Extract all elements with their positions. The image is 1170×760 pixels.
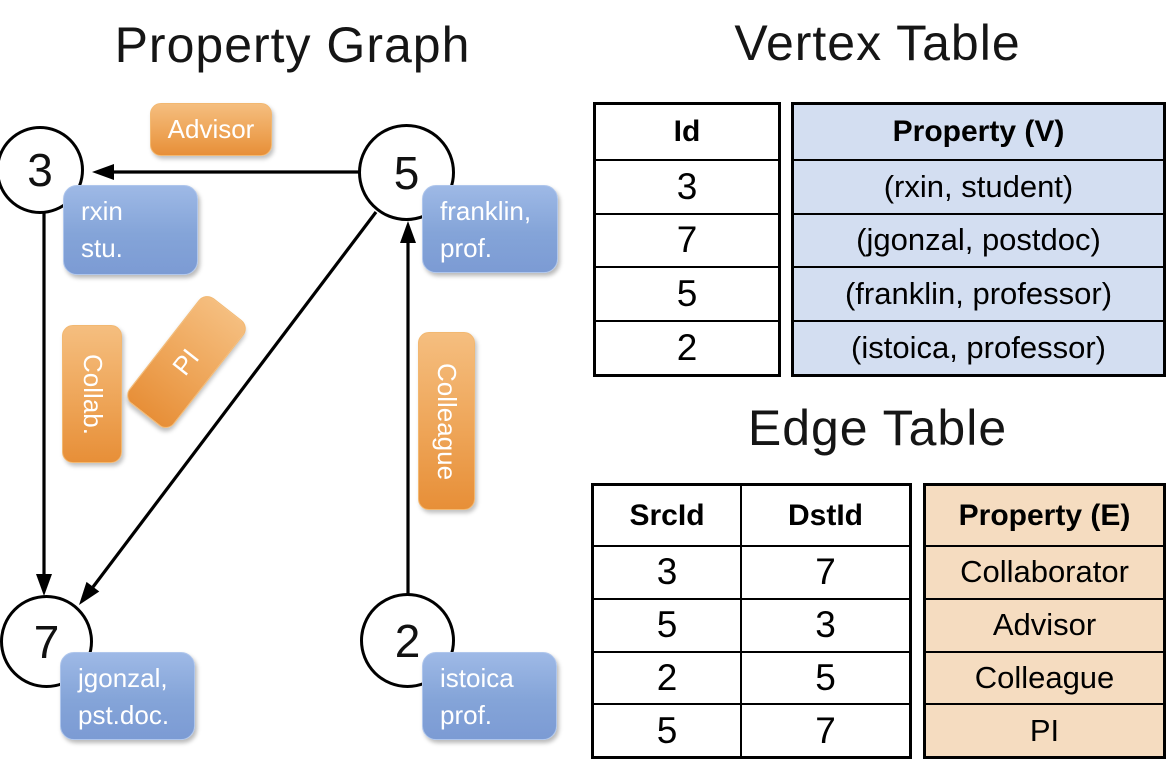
vertex-property-line: franklin, <box>440 196 532 226</box>
column-header-srcid: SrcId <box>594 486 742 545</box>
edge-row-srcid: 2 <box>594 650 742 704</box>
vertex-row-property: (jgonzal, postdoc) <box>794 212 1163 267</box>
edge-label-collab: Collab. <box>62 325 122 463</box>
edge-table-id-columns: SrcId DstId 3 7 5 3 2 5 5 7 <box>591 483 912 759</box>
vertex-property-line: prof. <box>440 700 493 730</box>
column-header-id: Id <box>673 114 701 148</box>
node-5-id: 5 <box>393 146 420 199</box>
vertex-property-line: rxin <box>81 196 123 226</box>
graph-node-7: 7 <box>0 595 93 688</box>
vertex-property-line: pst.doc. <box>78 700 170 730</box>
edge-5-to-7-line <box>91 211 378 588</box>
edge-table-property-column: Property (E) Collaborator Advisor Collea… <box>923 483 1166 759</box>
vertex-property-box-jgonzal: jgonzal, pst.doc. <box>60 652 195 740</box>
edge-row-property: Colleague <box>926 650 1163 704</box>
vertex-property-line: stu. <box>81 233 123 263</box>
edge-row-property: Collaborator <box>926 545 1163 598</box>
vertex-property-line: jgonzal, <box>78 663 168 693</box>
column-header-property-v: Property (V) <box>892 114 1065 148</box>
edge-row-dstid: 7 <box>742 703 909 756</box>
arrowhead-at-7-diagonal <box>79 581 100 605</box>
edge-label-text: Colleague <box>432 362 462 480</box>
edge-row-srcid: 3 <box>594 545 742 598</box>
vertex-row-id: 7 <box>596 212 778 267</box>
vertex-row-id: 2 <box>596 320 778 374</box>
node-7-id: 7 <box>33 615 60 668</box>
graph-edges <box>36 164 416 605</box>
edge-label-advisor: Advisor <box>150 103 272 156</box>
vertex-row-property: (rxin, student) <box>794 158 1163 213</box>
vertex-table-title: Vertex Table <box>734 15 1021 71</box>
edge-label-text: Advisor <box>167 114 255 144</box>
arrowhead-at-5 <box>400 221 416 243</box>
edge-row-dstid: 5 <box>742 650 909 704</box>
vertex-row-property: (istoica, professor) <box>794 320 1163 374</box>
vertex-property-box-franklin: franklin, prof. <box>422 185 558 273</box>
vertex-row-id: 3 <box>596 158 778 213</box>
column-header-property-e: Property (E) <box>958 498 1131 532</box>
edge-row-dstid: 3 <box>742 597 909 651</box>
edge-row-property: PI <box>926 703 1163 756</box>
edge-row-srcid: 5 <box>594 597 742 651</box>
vertex-row-property: (franklin, professor) <box>794 266 1163 320</box>
edge-label-colleague: Colleague <box>418 332 475 510</box>
edge-row-property: Advisor <box>926 597 1163 651</box>
edge-row-dstid: 7 <box>742 545 909 598</box>
vertex-property-box-istoica: istoica prof. <box>422 652 557 740</box>
property-graph-title: Property Graph <box>114 17 471 73</box>
vertex-table-id-column: Id 3 7 5 2 <box>593 102 781 377</box>
vertex-property-box-rxin: rxin stu. <box>63 185 198 275</box>
graph-node-2: 2 <box>360 593 455 688</box>
vertex-property-line: prof. <box>440 233 493 263</box>
edge-row-srcid: 5 <box>594 703 742 756</box>
edge-label-text: PI <box>166 342 206 381</box>
column-header-dstid: DstId <box>788 498 863 532</box>
arrowhead-at-3 <box>92 164 114 180</box>
arrowhead-at-7-top <box>36 574 52 596</box>
vertex-property-line: istoica <box>440 663 514 693</box>
vertex-table-property-column: Property (V) (rxin, student) (jgonzal, p… <box>791 102 1166 377</box>
edge-table-title: Edge Table <box>747 400 1008 456</box>
node-2-id: 2 <box>394 614 421 667</box>
edge-label-text: Collab. <box>77 353 108 435</box>
vertex-row-id: 5 <box>596 266 778 320</box>
node-3-id: 3 <box>27 144 53 196</box>
